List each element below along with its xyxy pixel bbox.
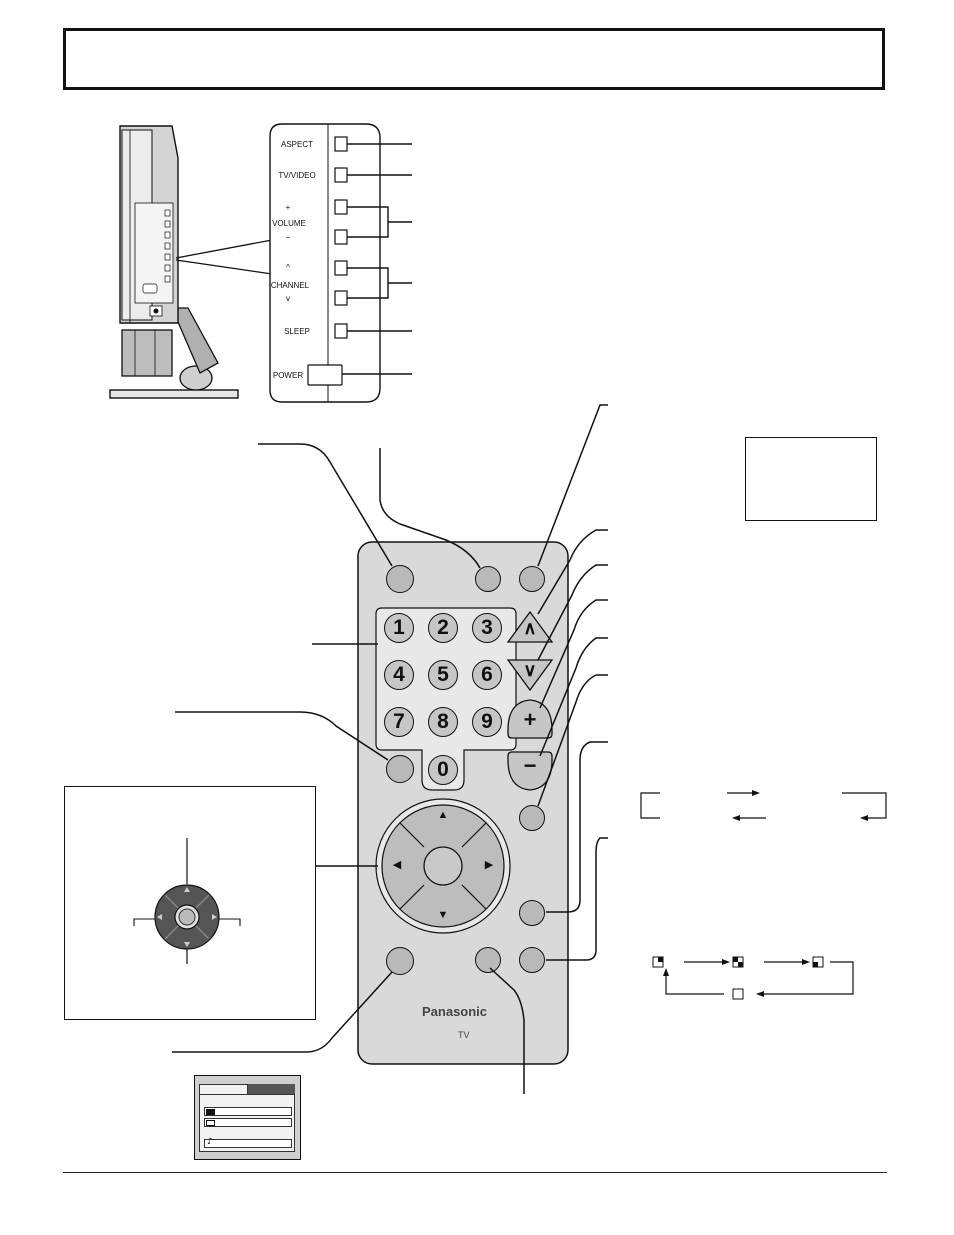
- menu-screen-thumbnail: ♪: [194, 1075, 301, 1160]
- menu-row-audio[interactable]: ♪: [204, 1137, 292, 1148]
- key-5[interactable]: 5: [428, 660, 458, 690]
- aspect-button[interactable]: [519, 805, 545, 831]
- key-9[interactable]: 9: [472, 707, 502, 737]
- channel-up-button[interactable]: ∧: [523, 618, 537, 638]
- picture-icon: [206, 1109, 215, 1115]
- mute-button[interactable]: [475, 947, 501, 973]
- cursor-pad-detail-illustration: [133, 838, 241, 964]
- key-8[interactable]: 8: [428, 707, 458, 737]
- tv-side-view-illustration: [109, 123, 412, 403]
- tv-video-label: TV/VIDEO: [278, 171, 316, 180]
- volume-down-button[interactable]: −: [523, 753, 537, 778]
- channel-down-label: v: [286, 294, 290, 303]
- key-3[interactable]: 3: [472, 613, 502, 643]
- footer-rule: [63, 1172, 887, 1173]
- key-4[interactable]: 4: [384, 660, 414, 690]
- music-note-icon: ♪: [207, 1137, 213, 1147]
- menu-row-picture[interactable]: [204, 1107, 292, 1116]
- nav-up-button[interactable]: ▲: [437, 809, 449, 821]
- channel-up-label: ^: [286, 263, 290, 272]
- sleep-button[interactable]: [386, 755, 414, 783]
- menu-button[interactable]: [386, 947, 414, 975]
- surround-button[interactable]: [519, 900, 545, 926]
- power-button[interactable]: [386, 565, 414, 593]
- aspect-label: ASPECT: [280, 140, 313, 149]
- key-0[interactable]: 0: [428, 755, 458, 785]
- nav-down-button[interactable]: ▼: [437, 909, 449, 921]
- nav-right-button[interactable]: ▶: [484, 859, 494, 871]
- remote-brand-logo: Panasonic: [422, 1004, 488, 1019]
- channel-label: CHANNEL: [270, 281, 310, 290]
- menu-tab-active: [199, 1084, 248, 1094]
- menu-tab-inactive: [248, 1084, 295, 1094]
- power-label: POWER: [272, 371, 304, 380]
- key-1[interactable]: 1: [384, 613, 414, 643]
- volume-label: VOLUME: [272, 219, 306, 228]
- recall-button[interactable]: [519, 566, 545, 592]
- key-7[interactable]: 7: [384, 707, 414, 737]
- key-6[interactable]: 6: [472, 660, 502, 690]
- volume-plus-label: +: [285, 203, 291, 212]
- pip-icon: [206, 1120, 215, 1126]
- tv-video-button[interactable]: [475, 566, 501, 592]
- cursor-detail-box: [64, 786, 316, 1020]
- page-title-box: [63, 28, 885, 90]
- remote-model-label: TV: [458, 1030, 470, 1040]
- info-box: [745, 437, 877, 521]
- key-2[interactable]: 2: [428, 613, 458, 643]
- pip-button[interactable]: [519, 947, 545, 973]
- volume-minus-label: −: [285, 233, 291, 242]
- sleep-label: SLEEP: [284, 327, 310, 336]
- channel-down-button[interactable]: ∨: [523, 660, 537, 680]
- menu-row-pip[interactable]: [204, 1118, 292, 1127]
- nav-left-button[interactable]: ◀: [392, 859, 402, 871]
- volume-up-button[interactable]: +: [523, 707, 537, 732]
